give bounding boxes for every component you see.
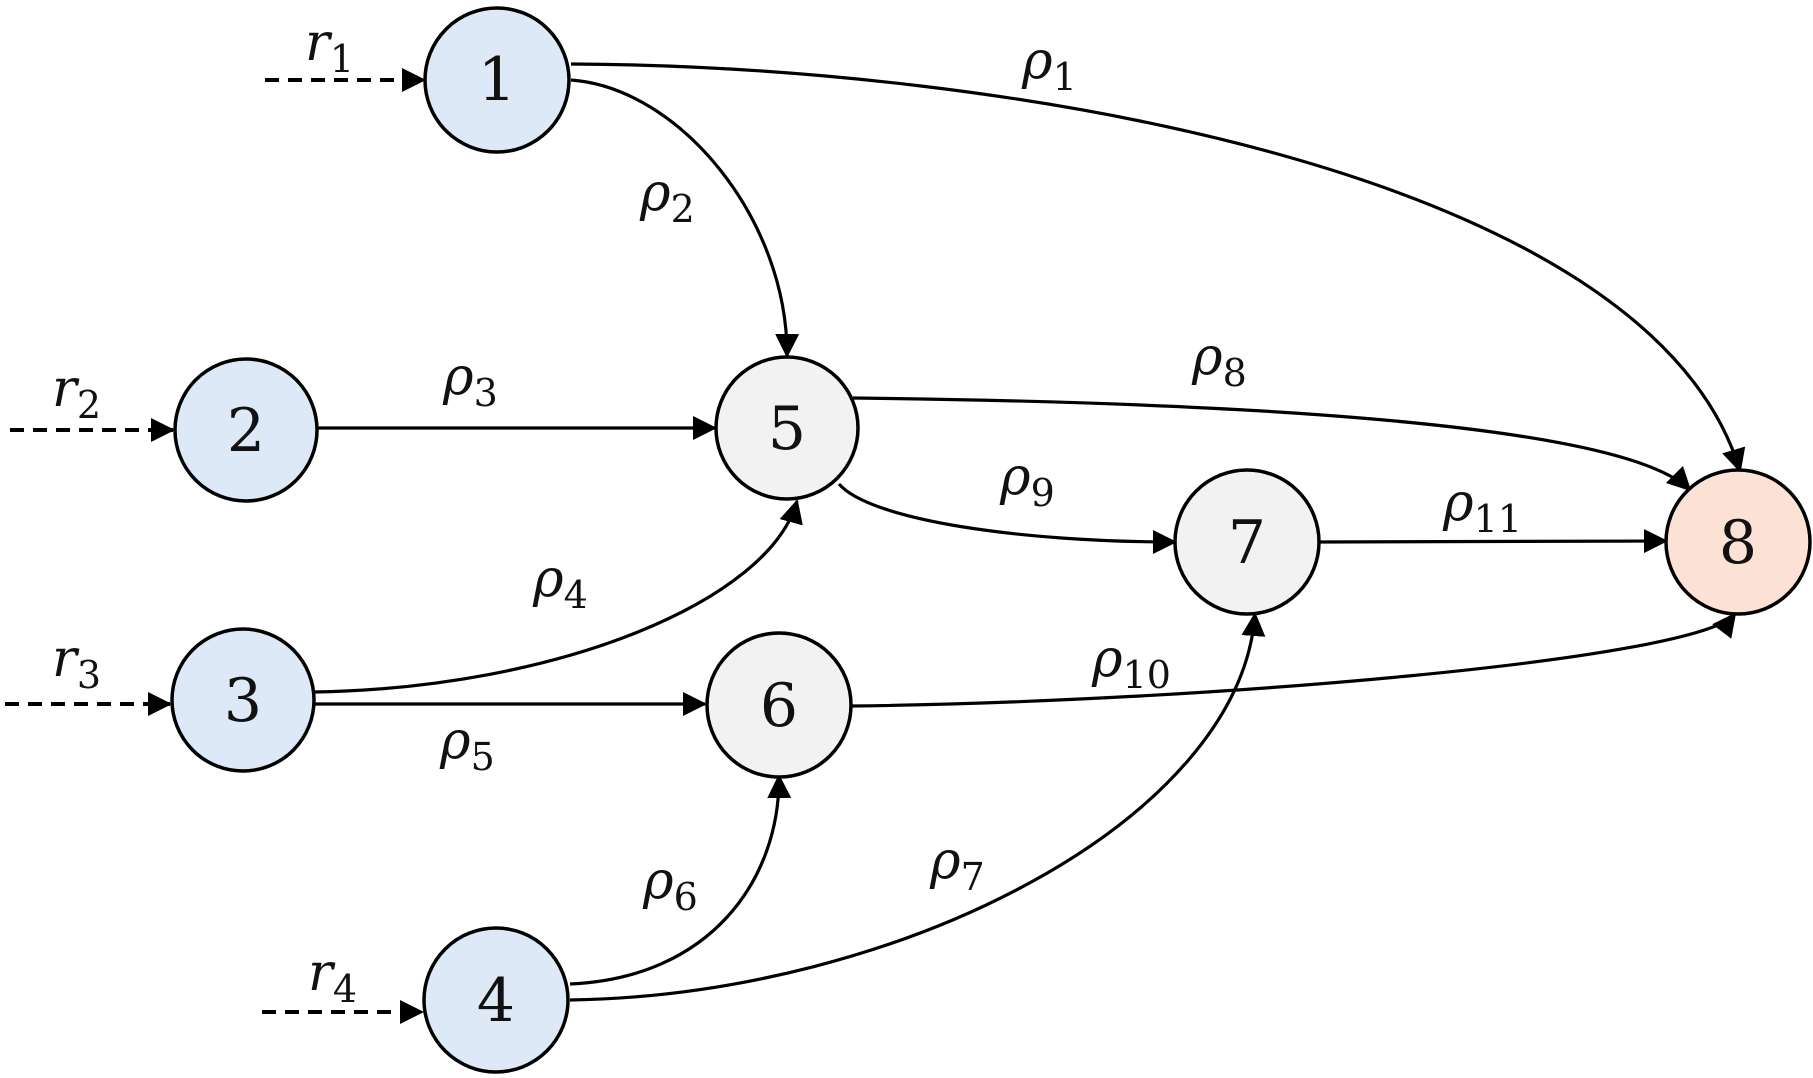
edge-rho6-4-to-6 (569, 774, 792, 986)
edge-rho2-1-to-5 (570, 78, 800, 358)
edge-rho1-1-to-8 (570, 62, 1746, 473)
label-r4: r4 (308, 943, 357, 1011)
label-rho1: ρ1 (1021, 31, 1077, 99)
node-8: 8 (1664, 468, 1812, 616)
svg-text:3: 3 (224, 666, 262, 736)
svg-text:8: 8 (1719, 508, 1757, 578)
edge-rho8-5-to-8 (852, 396, 1692, 492)
node-3: 3 (170, 627, 316, 773)
label-rho4: ρ4 (532, 549, 588, 617)
svg-text:4: 4 (477, 966, 515, 1036)
label-r1: r1 (305, 13, 354, 81)
label-rho7: ρ7 (929, 831, 985, 899)
label-rho11: ρ11 (1442, 473, 1522, 541)
label-rho9: ρ9 (999, 447, 1055, 515)
edge-rho11-7-to-8 (1317, 529, 1668, 554)
label-rho6: ρ6 (642, 851, 698, 919)
svg-text:5: 5 (768, 394, 806, 464)
label-rho5: ρ5 (439, 711, 495, 779)
label-rho10: ρ10 (1091, 629, 1171, 697)
node-6: 6 (705, 631, 853, 779)
label-rho2: ρ2 (639, 163, 695, 231)
label-r2: r2 (52, 359, 101, 427)
edge-rho7-4-to-7 (569, 612, 1266, 1002)
node-5: 5 (714, 355, 860, 501)
svg-text:7: 7 (1228, 508, 1266, 578)
node-1: 1 (423, 6, 571, 154)
label-rho3: ρ3 (442, 347, 498, 415)
edge-rho10-6-to-8 (851, 612, 1737, 708)
node-7: 7 (1173, 468, 1321, 616)
node-2: 2 (173, 357, 319, 503)
svg-text:6: 6 (760, 671, 798, 741)
node-4: 4 (422, 926, 570, 1074)
edge-rho9-5-to-7 (837, 482, 1177, 554)
svg-text:1: 1 (478, 45, 516, 115)
svg-text:2: 2 (227, 396, 265, 466)
edge-rho4-3-to-5 (313, 499, 803, 694)
label-rho8: ρ8 (1191, 327, 1247, 395)
label-r3: r3 (52, 629, 101, 697)
